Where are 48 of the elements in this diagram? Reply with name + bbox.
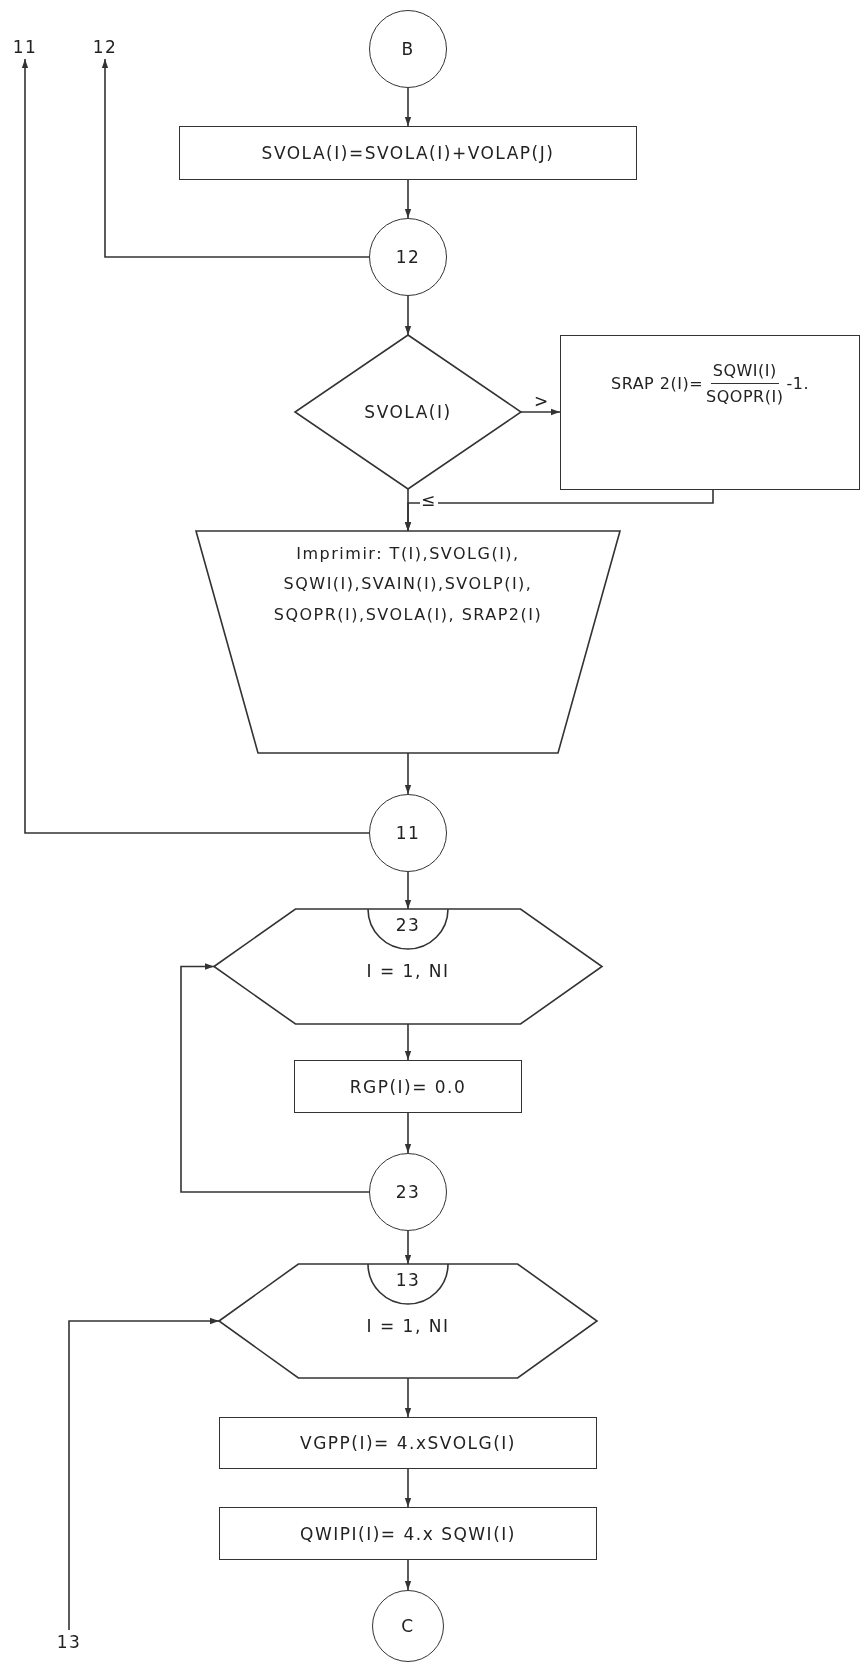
connector-label-text: 12 [91, 36, 119, 59]
arrow [404, 1112, 412, 1154]
statement-text: RGP(I)= 0.0 [349, 1076, 467, 1097]
arrow [404, 871, 412, 910]
denominator-text: SQOPR(I) [706, 385, 784, 406]
arrow [404, 1468, 412, 1508]
output-list-text: Imprimir: T(I),SVOLG(I), SQWI(I),SVAIN(I),SVOLP(I), SQOPR(I),SVOLA(I), SRAP2(I) [272, 543, 544, 626]
arrow [404, 87, 412, 127]
loop-hexagon [219, 1264, 597, 1378]
process-box [560, 335, 860, 490]
decision-diamond [295, 335, 521, 489]
process-box [294, 1060, 522, 1113]
arrow [404, 1023, 412, 1061]
connector-label: 11 [395, 823, 421, 843]
arrow [404, 489, 714, 532]
statement-text: QWIPI(I)= 4.x SQWI(I) [300, 1523, 516, 1544]
loop-label: 23 [394, 915, 422, 935]
formula-text: SRAP 2(I)= [611, 373, 704, 393]
connector-label: 12 [395, 247, 421, 267]
process-box [219, 1507, 597, 1560]
connector-label: B [401, 39, 415, 59]
formula-text: -1. [786, 373, 809, 393]
arrow [68, 1317, 220, 1631]
condition-text: SVOLA(I) [364, 402, 452, 422]
loop-range-text: I = 1, NI [365, 1315, 451, 1336]
process-box [219, 1417, 597, 1469]
loop-range-text: I = 1, NI [365, 961, 451, 982]
arrow [404, 295, 412, 336]
arrow [404, 1559, 412, 1591]
connector-label: 23 [395, 1182, 421, 1202]
numerator-text: SQWI(I) [710, 360, 779, 384]
statement-text: SVOLA(I)=SVOLA(I)+VOLAP(J) [261, 143, 555, 163]
process-box [179, 126, 637, 180]
arrow [404, 1230, 412, 1265]
connector-label: C [401, 1616, 415, 1636]
arrow [404, 1377, 412, 1418]
arrow [101, 58, 370, 258]
arrow [404, 752, 412, 795]
connector-label-text: 13 [55, 1631, 83, 1654]
connector-label-text: 11 [11, 36, 39, 59]
print-trapezoid [196, 531, 620, 753]
statement-text: VGPP(I)= 4.xSVOLG(I) [300, 1433, 516, 1453]
arrow [520, 408, 561, 416]
loop-hexagon [214, 909, 602, 1024]
arrow [404, 179, 412, 219]
arrow [21, 58, 370, 834]
loop-label: 13 [394, 1270, 422, 1290]
arrow [180, 963, 370, 1193]
